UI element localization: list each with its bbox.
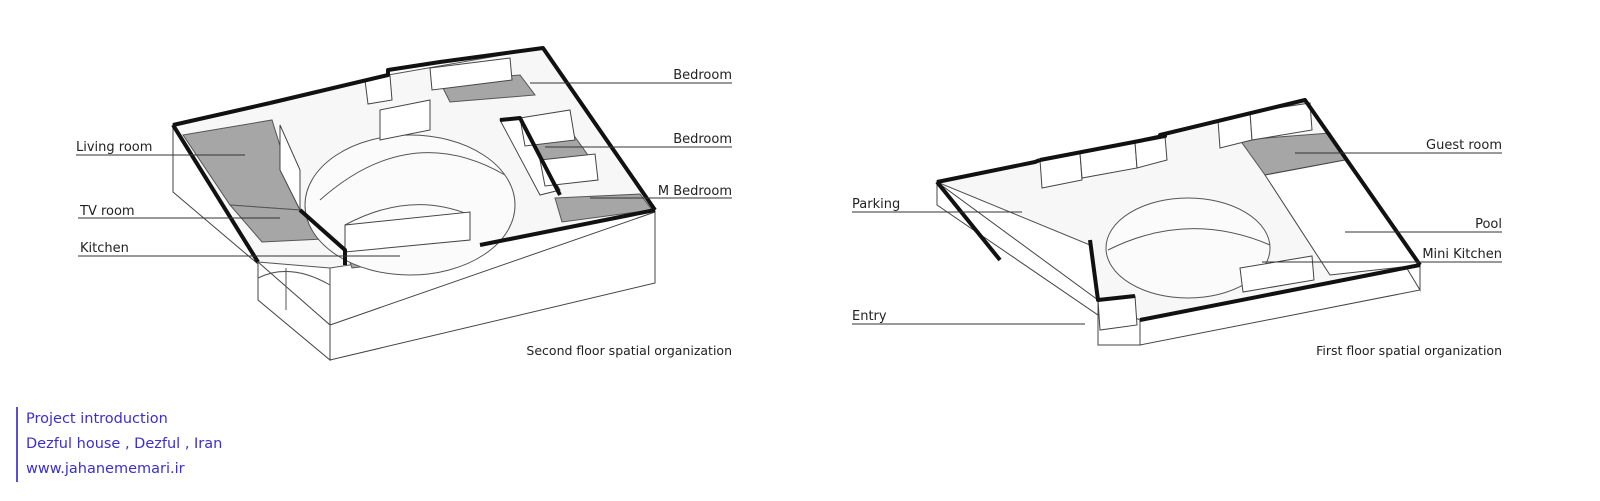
label-living-room: Living room: [76, 140, 152, 155]
second-floor-model: [171, 46, 657, 362]
intro-location: Dezful house , Dezful , Iran: [26, 436, 223, 452]
label-bedroom-mid: Bedroom: [673, 132, 732, 147]
label-pool: Pool: [1475, 217, 1502, 232]
label-mini-kitchen: Mini Kitchen: [1422, 247, 1502, 262]
caption-second-floor: Second floor spatial organization: [526, 343, 732, 358]
mini-kitchen-counter: [1239, 255, 1315, 293]
label-tv-room: TV room: [79, 204, 135, 219]
project-introduction: Project introduction Dezful house , Dezf…: [16, 407, 222, 482]
label-kitchen: Kitchen: [80, 241, 129, 256]
label-m-bedroom: M Bedroom: [658, 184, 732, 199]
label-entry: Entry: [852, 309, 887, 324]
pool-ellipse: [1105, 197, 1271, 299]
label-guest-room: Guest room: [1426, 138, 1502, 153]
intro-title: Project introduction: [26, 411, 168, 427]
intro-website-link[interactable]: www.jahanememari.ir: [26, 461, 185, 477]
second-floor-leaders: [76, 82, 732, 257]
caption-first-floor: First floor spatial organization: [1316, 343, 1502, 358]
first-floor-leaders: [852, 152, 1502, 325]
label-parking: Parking: [852, 197, 900, 212]
first-floor-model: [935, 98, 1422, 346]
label-bedroom-top: Bedroom: [673, 68, 732, 83]
